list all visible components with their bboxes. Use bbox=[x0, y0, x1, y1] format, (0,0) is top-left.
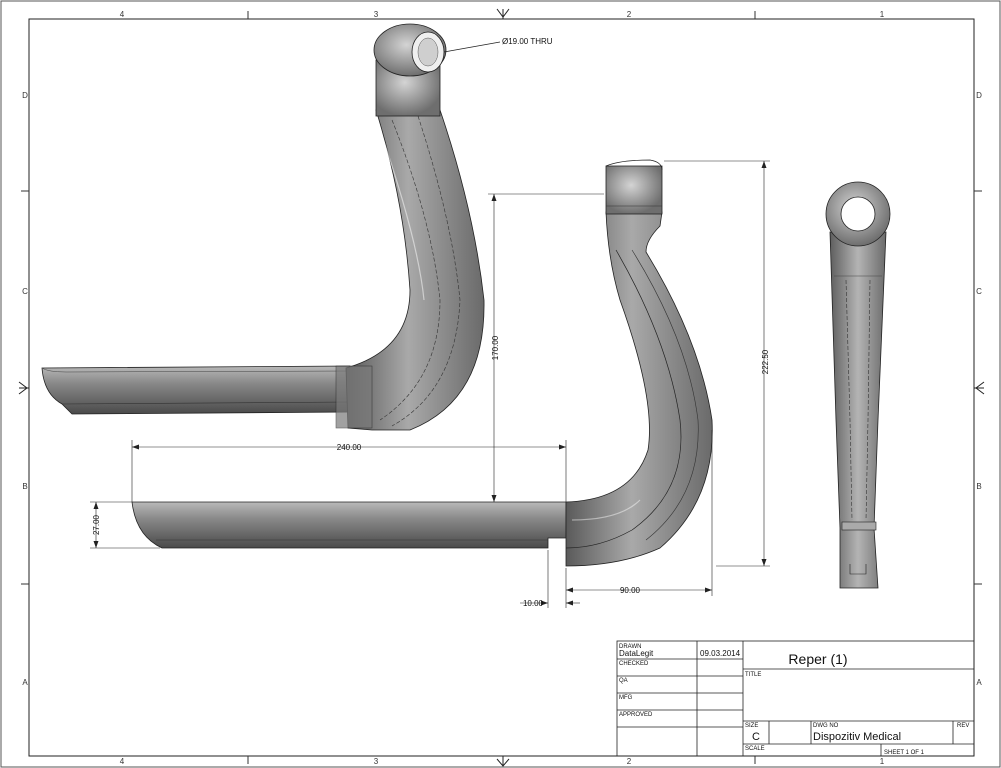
zone-col-bottom-1: 1 bbox=[880, 757, 885, 766]
zone-col-top-4: 4 bbox=[120, 10, 125, 19]
zone-row-right-B: B bbox=[976, 482, 981, 491]
dim-height-left: 170.00 bbox=[491, 335, 500, 360]
zone-col-bottom-2: 2 bbox=[627, 757, 632, 766]
zone-col-top-1: 1 bbox=[880, 10, 885, 19]
zone-row-right-D: D bbox=[976, 91, 982, 100]
approved-label: APPROVED bbox=[619, 712, 653, 718]
zone-row-left-B: B bbox=[22, 482, 27, 491]
title-label: TITLE bbox=[745, 672, 761, 678]
side-view bbox=[131, 159, 713, 567]
dwg-no-label: DWG NO bbox=[813, 723, 839, 729]
dimension-arrows bbox=[93, 161, 767, 606]
hole-callout: Ø19.00 THRU bbox=[502, 37, 553, 46]
zone-col-bottom-3: 3 bbox=[374, 757, 379, 766]
drawing-date: 09.03.2014 bbox=[700, 649, 741, 658]
dwg-no-value: Dispozitiv Medical bbox=[813, 731, 901, 743]
zone-row-left-C: C bbox=[22, 287, 28, 296]
scale-label: SCALE bbox=[745, 746, 765, 752]
zone-row-left-A: A bbox=[22, 678, 28, 687]
sheet-label: SHEET 1 OF 1 bbox=[884, 750, 925, 756]
zone-col-bottom-4: 4 bbox=[120, 757, 125, 766]
dim-offset: 10.00 bbox=[523, 599, 544, 608]
dimension-lines bbox=[90, 160, 770, 608]
zone-ticks bbox=[21, 11, 982, 764]
zone-row-right-A: A bbox=[976, 678, 982, 687]
dim-thickness: 27.00 bbox=[92, 514, 101, 535]
qa-label: QA bbox=[619, 678, 628, 684]
isometric-view bbox=[41, 23, 485, 431]
hole-leader-line bbox=[443, 41, 501, 53]
size-label: SIZE bbox=[745, 723, 758, 729]
size-value: C bbox=[752, 731, 760, 743]
drawn-by: DataLegit bbox=[619, 649, 654, 658]
zone-row-left-D: D bbox=[22, 91, 28, 100]
front-view bbox=[825, 181, 891, 589]
title-block bbox=[616, 640, 975, 757]
zone-col-top-2: 2 bbox=[627, 10, 632, 19]
dim-reach: 90.00 bbox=[620, 586, 641, 595]
part-name: Reper (1) bbox=[788, 651, 847, 667]
zone-row-right-C: C bbox=[976, 287, 982, 296]
zone-col-top-3: 3 bbox=[374, 10, 379, 19]
rev-label: REV bbox=[957, 723, 969, 729]
dim-height-right: 222.50 bbox=[761, 349, 770, 374]
checked-label: CHECKED bbox=[619, 661, 649, 667]
centering-marks bbox=[18, 8, 985, 767]
drawn-label: DRAWN bbox=[619, 644, 641, 650]
dim-length: 240.00 bbox=[337, 443, 362, 452]
mfg-label: MFG bbox=[619, 695, 633, 701]
